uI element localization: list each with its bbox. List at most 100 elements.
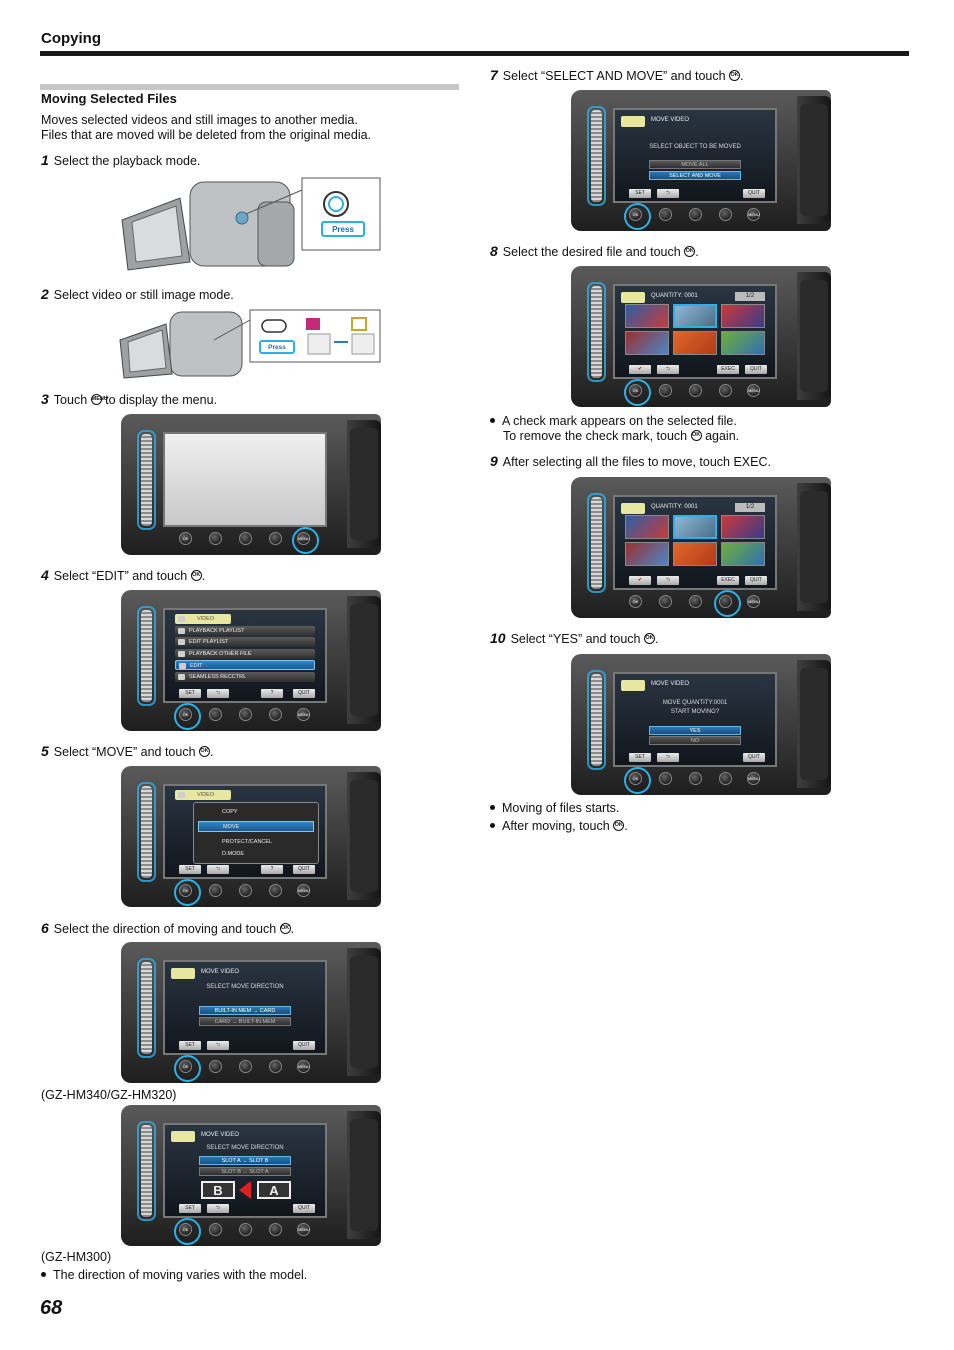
no-button[interactable]: NO [649,736,741,745]
touch-button[interactable] [269,884,282,897]
touch-button[interactable] [659,384,672,397]
touch-button[interactable] [719,772,732,785]
touch-button[interactable] [239,1223,252,1236]
back-icon[interactable]: ⮌ [657,189,679,198]
thumbnail[interactable] [721,542,765,566]
touch-button[interactable] [689,384,702,397]
check-icon[interactable]: ✔ [629,365,651,374]
thumbnail[interactable] [625,304,669,328]
quit-button[interactable]: QUIT [745,365,767,374]
help-button[interactable]: ? [261,865,283,874]
thumbnail[interactable] [721,515,765,539]
option-select-and-move[interactable]: SELECT AND MOVE [649,171,741,180]
menu-item[interactable]: PLAYBACK OTHER FILE [175,648,315,659]
submenu-item-dmode[interactable]: D.MODE [222,851,244,857]
touch-button[interactable] [719,384,732,397]
menu-button[interactable]: MENU [297,884,310,897]
menu-button[interactable]: MENU [747,384,760,397]
quit-button[interactable]: QUIT [293,1041,315,1050]
menu-button[interactable]: MENU [297,1060,310,1073]
quit-button[interactable]: QUIT [293,1204,315,1213]
touch-slider[interactable] [587,670,606,770]
touch-button[interactable] [269,532,282,545]
thumbnail-selected[interactable] [673,304,717,328]
ok-button[interactable]: OK [624,379,651,406]
thumbnail[interactable] [625,542,669,566]
exec-button[interactable]: EXEC [717,576,739,585]
touch-button[interactable] [269,1060,282,1073]
touch-button[interactable] [209,532,222,545]
thumbnail[interactable] [673,331,717,355]
touch-button[interactable] [659,772,672,785]
ok-button[interactable]: OK [624,203,651,230]
touch-slider[interactable] [137,958,156,1058]
quit-button[interactable]: QUIT [745,576,767,585]
ok-button[interactable]: OK [174,1218,201,1245]
ok-button[interactable]: OK [629,595,642,608]
option-slot-b-to-a[interactable]: SLOT B → SLOT A [199,1167,291,1176]
touch-button[interactable] [659,208,672,221]
ok-button[interactable]: OK [624,767,651,794]
touch-button[interactable] [209,708,222,721]
ok-button[interactable]: OK [174,703,201,730]
touch-button[interactable] [689,772,702,785]
thumbnail[interactable] [721,331,765,355]
touch-slider[interactable] [587,106,606,206]
ok-button[interactable]: OK [179,532,192,545]
thumbnail[interactable] [625,515,669,539]
back-icon[interactable]: ⮌ [207,1204,229,1213]
quit-button[interactable]: QUIT [743,189,765,198]
submenu-item-protect[interactable]: PROTECT/CANCEL [222,839,273,845]
menu-button[interactable]: MENU [747,208,760,221]
menu-item-edit[interactable]: EDIT [175,660,315,670]
exec-touch-button[interactable] [714,590,741,617]
ok-button[interactable]: OK [174,1055,201,1082]
set-button[interactable]: SET [179,865,201,874]
touch-slider[interactable] [137,782,156,882]
touch-button[interactable] [209,1060,222,1073]
touch-button[interactable] [689,595,702,608]
check-icon[interactable]: ✔ [629,576,651,585]
ok-button[interactable]: OK [174,879,201,906]
touch-button[interactable] [209,884,222,897]
back-icon[interactable]: ⮌ [657,753,679,762]
menu-item[interactable]: PLAYBACK PLAYLIST [175,625,315,636]
option-slot-a-to-b[interactable]: SLOT A → SLOT B [199,1156,291,1165]
thumbnail[interactable] [625,331,669,355]
option-move-all[interactable]: MOVE ALL [649,160,741,169]
touch-button[interactable] [239,1060,252,1073]
thumbnail-selected[interactable] [673,515,717,539]
option-card-to-builtin[interactable]: CARD → BUILT-IN MEM [199,1017,291,1026]
back-icon[interactable]: ⮌ [657,576,679,585]
menu-button[interactable]: MENU [297,1223,310,1236]
thumbnail[interactable] [673,542,717,566]
yes-button[interactable]: YES [649,726,741,735]
quit-button[interactable]: QUIT [293,689,315,698]
thumbnail[interactable] [721,304,765,328]
set-button[interactable]: SET [179,689,201,698]
back-icon[interactable]: ⮌ [657,365,679,374]
touch-button[interactable] [659,595,672,608]
back-icon[interactable]: ⮌ [207,865,229,874]
touch-button[interactable] [269,708,282,721]
menu-button[interactable]: MENU [292,527,319,554]
option-builtin-to-card[interactable]: BUILT-IN MEM → CARD [199,1006,291,1015]
touch-button[interactable] [269,1223,282,1236]
menu-item[interactable]: EDIT PLAYLIST [175,637,315,647]
set-button[interactable]: SET [179,1041,201,1050]
touch-slider[interactable] [137,430,156,530]
menu-button[interactable]: MENU [747,772,760,785]
touch-slider[interactable] [137,606,156,706]
touch-button[interactable] [239,884,252,897]
quit-button[interactable]: QUIT [293,865,315,874]
quit-button[interactable]: QUIT [743,753,765,762]
back-icon[interactable]: ⮌ [207,1041,229,1050]
set-button[interactable]: SET [629,753,651,762]
touch-slider[interactable] [587,493,606,593]
help-button[interactable]: ? [261,689,283,698]
menu-item[interactable]: SEAMLESS RECCTRL [175,671,315,682]
exec-button[interactable]: EXEC [717,365,739,374]
touch-slider[interactable] [587,282,606,382]
back-icon[interactable]: ⮌ [207,689,229,698]
submenu-item-copy[interactable]: COPY [222,809,238,815]
